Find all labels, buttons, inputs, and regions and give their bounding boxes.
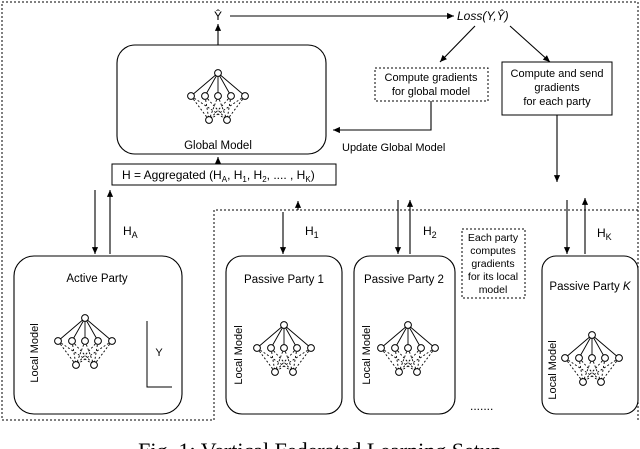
passiveK-local-network-icon (561, 331, 623, 386)
active-party-box (13, 255, 183, 415)
compute-global-gradients-box (374, 67, 489, 102)
y-label: Y (155, 347, 163, 359)
passive-party-2-label: Passive Party 2 (364, 274, 444, 286)
global-model-box (116, 44, 327, 155)
network-node (90, 361, 98, 369)
passive1-local-model-label: Local Model (233, 325, 245, 384)
passive-party-2-box (353, 255, 456, 415)
network-node (223, 116, 231, 124)
network-node (377, 344, 385, 352)
network-node (187, 92, 195, 100)
label-y-bracket (146, 321, 172, 388)
network-node (413, 368, 421, 376)
passive-party-1-label: Passive Party 1 (244, 274, 324, 286)
network-node (280, 321, 288, 329)
passive2-local-model-label: Local Model (361, 325, 373, 384)
network-node (214, 69, 222, 77)
network-node (391, 344, 399, 352)
h-1-label: H1 (305, 224, 319, 240)
active-local-model-label: Local Model (29, 323, 41, 382)
passive1-local-network-icon (253, 321, 315, 376)
network-node (601, 354, 609, 362)
aggregated-box (111, 163, 337, 186)
loss-to-global-grad-arrow (439, 25, 476, 63)
network-node (81, 314, 89, 322)
ellipsis: ....... (470, 399, 493, 413)
network-node (267, 344, 275, 352)
network-node (615, 354, 623, 362)
network-node (293, 344, 301, 352)
network-node (579, 378, 587, 386)
note-line5: model (479, 284, 508, 296)
h-a-label: HA (123, 224, 138, 240)
network-node (68, 337, 76, 345)
network-node (108, 337, 116, 345)
passive-party-k-label: Passive Party K (549, 281, 632, 293)
network-node (307, 344, 315, 352)
network-node (575, 354, 583, 362)
network-node (81, 337, 89, 345)
h-k-label: HK (597, 226, 612, 242)
passive-party-1-box (225, 255, 343, 415)
network-node (201, 92, 209, 100)
figure-caption: Fig. 1: Vertical Federated Learning Setu… (138, 438, 502, 449)
global-model-label: Global Model (184, 140, 252, 152)
network-node (280, 344, 288, 352)
loss-label: Loss(Y,Ŷ) (457, 8, 509, 23)
network-node (417, 344, 425, 352)
note-line2: computes (470, 245, 516, 257)
network-node (253, 344, 261, 352)
network-node (54, 337, 62, 345)
global-model-network-icon (187, 69, 249, 124)
passiveK-local-model-label: Local Model (547, 340, 559, 399)
compute-send-line2: gradients (534, 82, 580, 94)
network-node (271, 368, 279, 376)
loss-to-party-grad-arrow (509, 25, 551, 63)
compute-global-gradients-line1: Compute gradients (385, 72, 478, 84)
passive2-local-network-icon (377, 321, 439, 376)
local-gradients-note-box (461, 228, 526, 299)
note-line4: for its local (468, 271, 518, 283)
network-node (395, 368, 403, 376)
network-node (404, 344, 412, 352)
network-node (404, 321, 412, 329)
h-2-label: H2 (423, 224, 437, 240)
network-node (289, 368, 297, 376)
note-line3: gradients (471, 258, 514, 270)
compute-global-gradients-line2: for global model (392, 86, 470, 98)
network-node (588, 331, 596, 339)
network-node (588, 354, 596, 362)
network-node (597, 378, 605, 386)
active-local-network-icon (54, 314, 116, 369)
network-node (561, 354, 569, 362)
y-hat-label: Ŷ (214, 8, 222, 23)
passive-party-k-box (541, 255, 639, 415)
note-line1: Each party (468, 232, 519, 244)
network-node (227, 92, 235, 100)
compute-send-line3: for each party (523, 96, 591, 108)
server-region-border (1, 1, 639, 421)
network-node (205, 116, 213, 124)
active-party-label: Active Party (66, 273, 128, 285)
network-node (241, 92, 249, 100)
update-global-model-label: Update Global Model (342, 142, 445, 154)
compute-send-line1: Compute and send (511, 68, 604, 80)
update-global-model-arrow (333, 101, 432, 134)
aggregated-formula: H = Aggregated (HA, H1, H2, .... , HK) (122, 168, 315, 184)
network-node (94, 337, 102, 345)
network-node (72, 361, 80, 369)
network-node (431, 344, 439, 352)
network-node (214, 92, 222, 100)
